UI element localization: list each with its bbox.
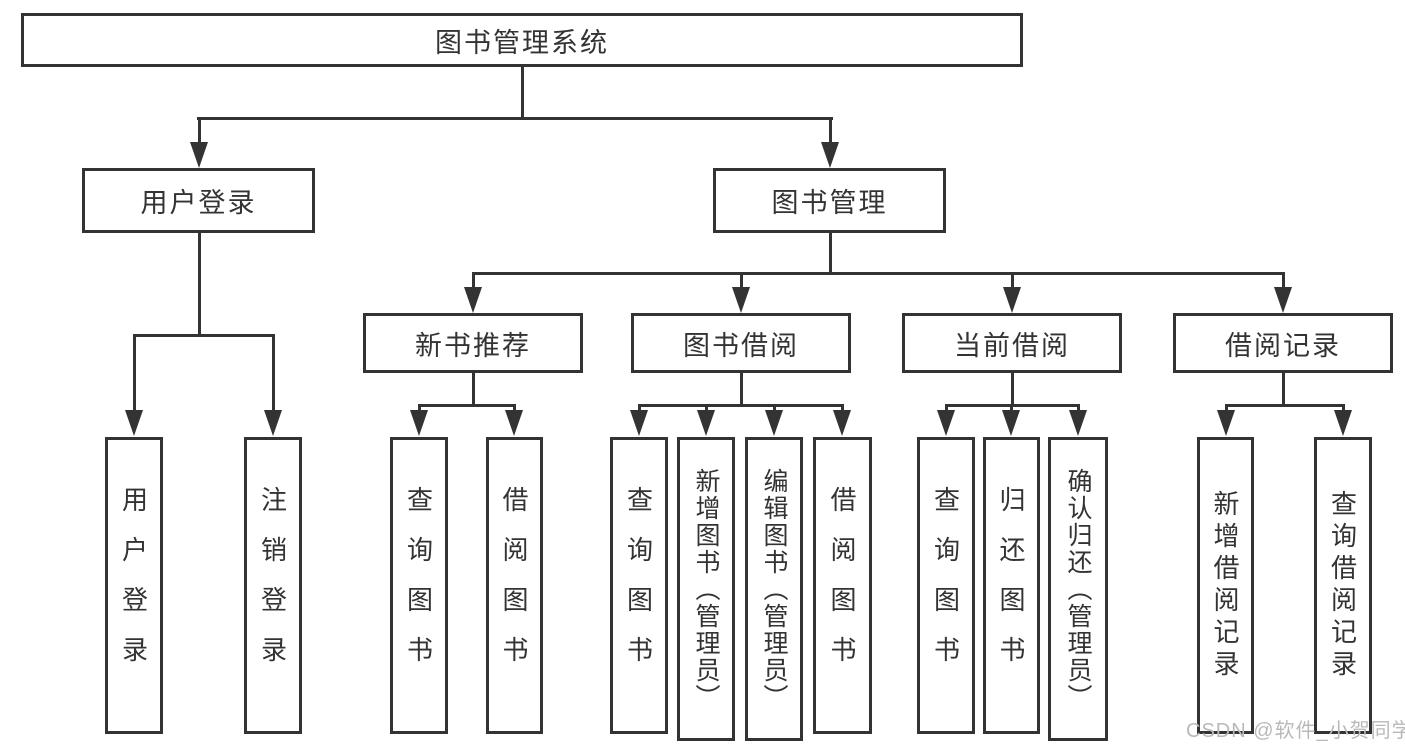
connector-line bbox=[1342, 404, 1345, 413]
arrow-down-icon bbox=[833, 410, 851, 436]
connector-line bbox=[418, 404, 421, 413]
leaf-query-books-recommend: 查询图书 bbox=[390, 437, 448, 734]
arrow-down-icon bbox=[697, 410, 715, 436]
connector-line bbox=[272, 334, 275, 412]
watermark: CSDN @软件_小贺同学 bbox=[1186, 720, 1405, 742]
connector-line bbox=[133, 334, 136, 412]
connector-line bbox=[945, 404, 948, 413]
arrow-down-icon bbox=[505, 410, 523, 436]
connector-line bbox=[829, 117, 832, 144]
connector-line bbox=[198, 117, 201, 144]
connector-line bbox=[472, 272, 1284, 275]
connector-line bbox=[705, 404, 708, 413]
connector-line bbox=[472, 272, 475, 289]
connector-line bbox=[740, 372, 743, 407]
node-root: 图书管理系统 bbox=[21, 13, 1023, 67]
connector-line bbox=[829, 233, 832, 275]
connector-line bbox=[513, 404, 516, 413]
arrow-down-icon bbox=[630, 410, 648, 436]
leaf-return-books: 归还图书 bbox=[983, 437, 1040, 734]
arrow-down-icon bbox=[1274, 287, 1292, 313]
connector-line bbox=[472, 372, 475, 407]
connector-line bbox=[1282, 272, 1285, 289]
arrow-down-icon bbox=[464, 287, 482, 313]
connector-line bbox=[197, 117, 833, 120]
arrow-down-icon bbox=[190, 142, 208, 168]
connector-line bbox=[1282, 372, 1285, 407]
arrow-down-icon bbox=[410, 410, 428, 436]
connector-line bbox=[638, 404, 843, 407]
connector-line bbox=[841, 404, 844, 413]
node-borrowing-records: 借阅记录 bbox=[1173, 313, 1393, 373]
leaf-add-borrow-record: 新增借阅记录 bbox=[1197, 437, 1254, 734]
arrow-down-icon bbox=[732, 287, 750, 313]
connector-line bbox=[418, 404, 515, 407]
arrow-down-icon bbox=[264, 410, 282, 436]
connector-line bbox=[1225, 404, 1344, 407]
arrow-down-icon bbox=[125, 410, 143, 436]
leaf-borrow-books-recommend: 借阅图书 bbox=[486, 437, 543, 734]
connector-line bbox=[1011, 272, 1014, 289]
leaf-user-login: 用户登录 bbox=[105, 437, 163, 734]
leaf-query-books-current: 查询图书 bbox=[917, 437, 975, 734]
arrow-down-icon bbox=[1002, 410, 1020, 436]
connector-line bbox=[638, 404, 641, 413]
connector-line bbox=[1011, 372, 1014, 407]
arrow-down-icon bbox=[1003, 287, 1021, 313]
arrow-down-icon bbox=[1334, 410, 1352, 436]
connector-line bbox=[133, 334, 275, 337]
leaf-query-borrow-record: 查询借阅记录 bbox=[1314, 437, 1372, 734]
leaf-confirm-return-admin: 确认归还（管理员） bbox=[1048, 437, 1108, 741]
node-user-login: 用户登录 bbox=[82, 168, 315, 233]
connector-line bbox=[740, 272, 743, 289]
arrow-down-icon bbox=[937, 410, 955, 436]
node-book-borrowing: 图书借阅 bbox=[631, 313, 851, 373]
leaf-edit-books-admin: 编辑图书（管理员） bbox=[745, 437, 803, 741]
connector-line bbox=[1077, 404, 1080, 413]
node-book-management: 图书管理 bbox=[713, 168, 946, 233]
node-new-book-recommendation: 新书推荐 bbox=[363, 313, 583, 373]
leaf-query-books-borrowing: 查询图书 bbox=[610, 437, 668, 734]
leaf-add-books-admin: 新增图书（管理员） bbox=[677, 437, 735, 741]
leaf-logout: 注销登录 bbox=[244, 437, 302, 734]
connector-line bbox=[198, 233, 201, 337]
connector-line bbox=[1010, 404, 1013, 413]
connector-line bbox=[1225, 404, 1228, 413]
arrow-down-icon bbox=[1217, 410, 1235, 436]
node-current-borrowing: 当前借阅 bbox=[902, 313, 1122, 373]
arrow-down-icon bbox=[765, 410, 783, 436]
connector-line bbox=[521, 66, 524, 119]
arrow-down-icon bbox=[821, 142, 839, 168]
leaf-borrow-books-borrowing: 借阅图书 bbox=[813, 437, 872, 734]
connector-line bbox=[773, 404, 776, 413]
arrow-down-icon bbox=[1069, 410, 1087, 436]
